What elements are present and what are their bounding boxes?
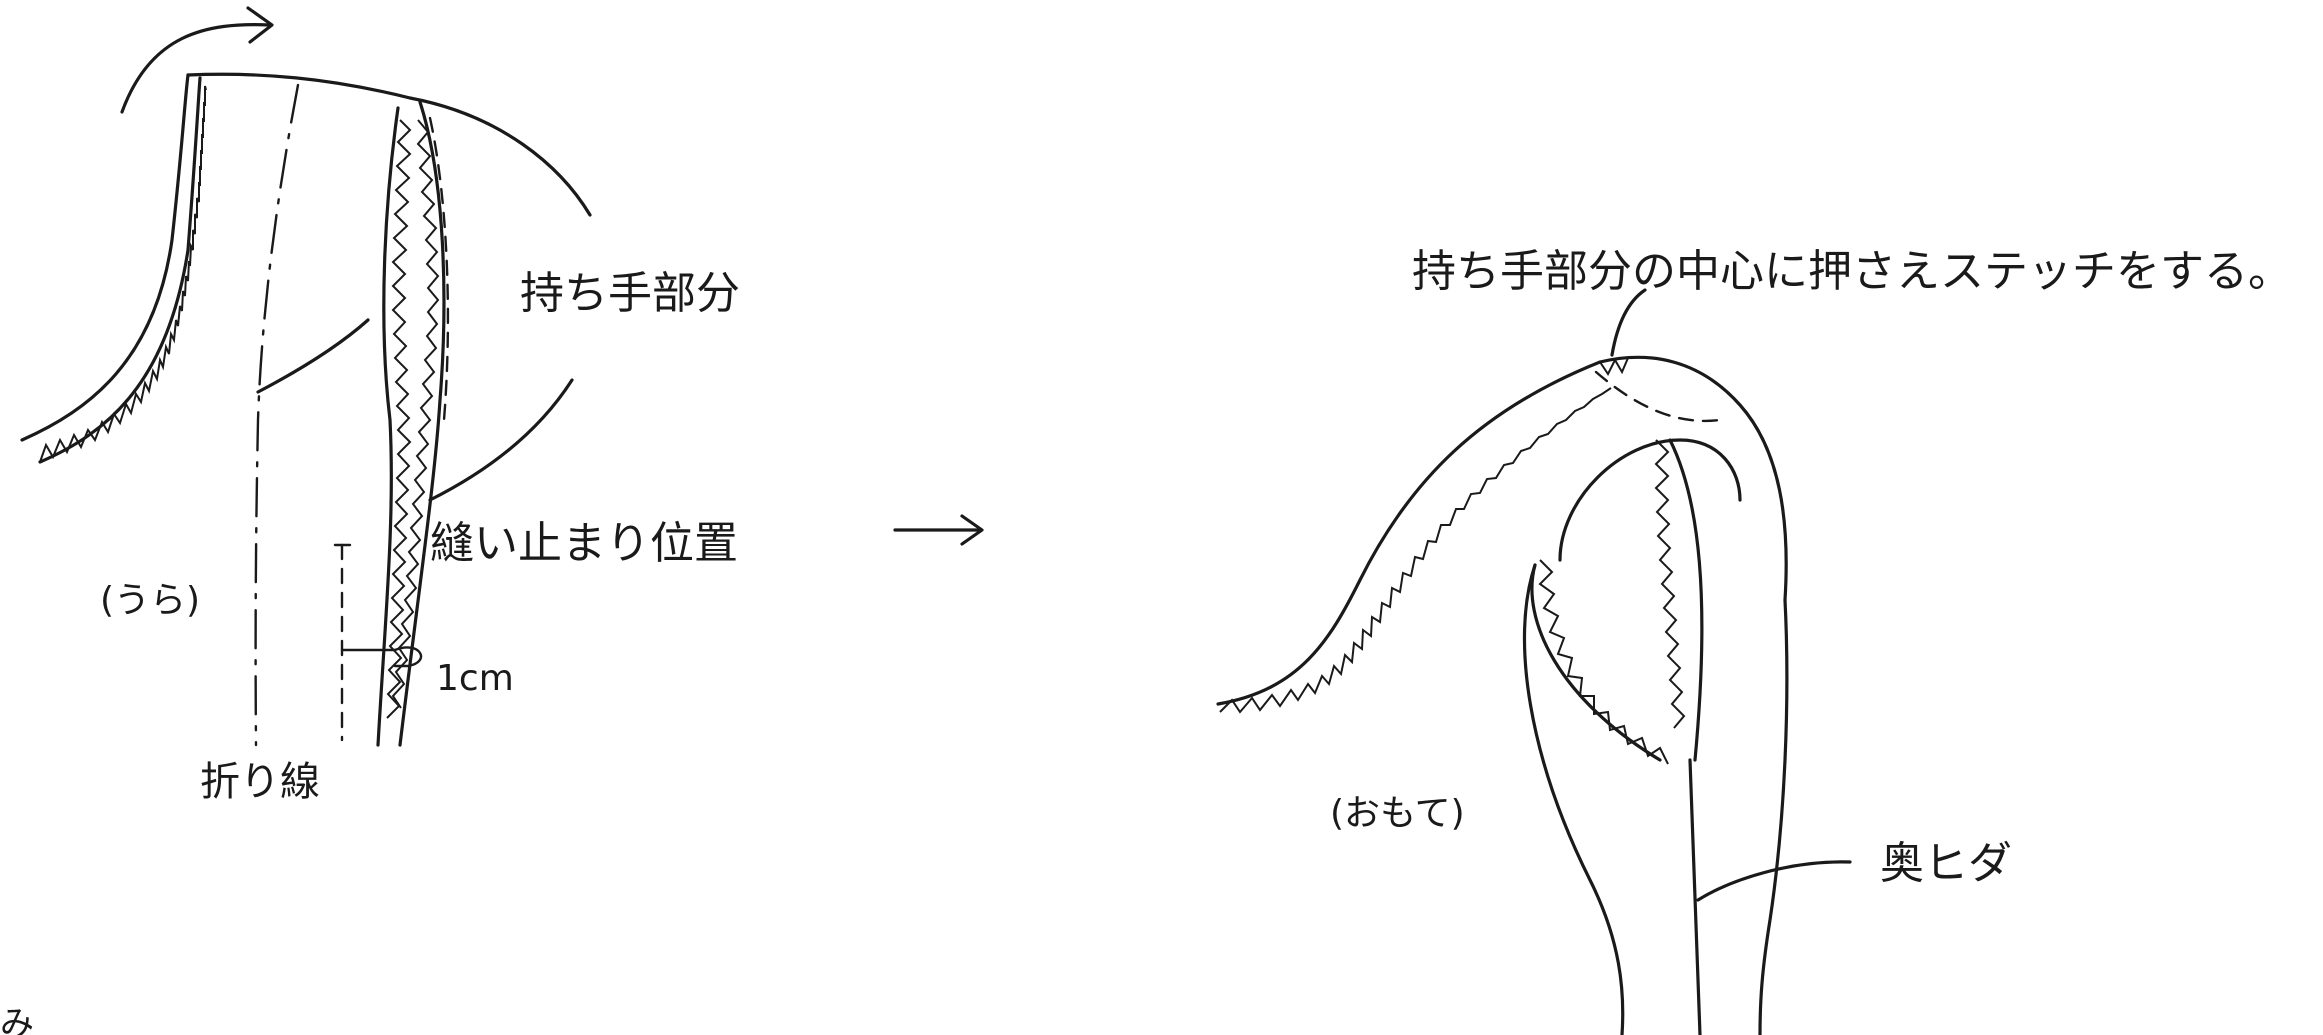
tube-left [1522,563,1625,1035]
handle-zigzag-2 [391,119,440,709]
inner-loop-outer [1558,438,1742,562]
inner-loop-right [1668,438,1704,762]
label-back-pleat: 奥ヒダ [1880,838,2012,889]
handle-stitch-right [1594,370,1722,423]
corner-text: み [0,1004,34,1035]
left-figure: 持ち手部分 縫い止まり位置 (うら) 1cm 折り線 [20,6,740,805]
label-instruction: 持ち手部分の中心に押さえステッチをする。 [1412,246,2292,297]
right-figure: 持ち手部分の中心に押さえステッチをする。 (おもて) 奥ヒダ [1216,246,2292,1035]
handle-top [1598,355,1788,602]
handle-strip-right [398,100,446,747]
serged-seam-left [38,76,202,464]
centre-line [254,83,300,747]
transition-arrow [893,514,984,546]
instruction-pointer [1610,288,1647,357]
tube-right [1758,598,1789,1035]
turn-arrow-head [246,6,274,44]
handle-top-zig [1599,357,1629,376]
outer-edge [20,73,190,442]
handle-curve [408,96,592,217]
label-right-side: (おもて) [1330,793,1465,834]
label-handle-part: 持ち手部分 [520,268,740,319]
label-stitch-stop: 縫い止まり位置 [430,518,738,569]
serged-edge-right [1216,360,1602,706]
pleat-pointer [1696,860,1852,902]
zigzag-left [39,85,207,463]
label-wrong-side: (うら) [100,580,200,621]
label-fold-line: 折り線 [200,759,320,805]
handle-pointer [256,318,370,394]
turn-arrow [120,23,272,114]
dim-hook [393,646,423,668]
inner-loop-left [1530,563,1662,762]
arrow-head [960,514,984,546]
top-edge [186,72,412,100]
pleat-line [1688,758,1702,1035]
lower-curve [428,378,574,502]
handle-zigzag [386,119,412,719]
inner-zigzag-2 [1538,559,1669,765]
label-1cm: 1cm [436,658,514,699]
inner-zigzag [1654,439,1686,729]
handle-strip-left [376,106,400,747]
zigzag-right [1219,387,1612,714]
handle-stitch-dashes [428,116,450,422]
